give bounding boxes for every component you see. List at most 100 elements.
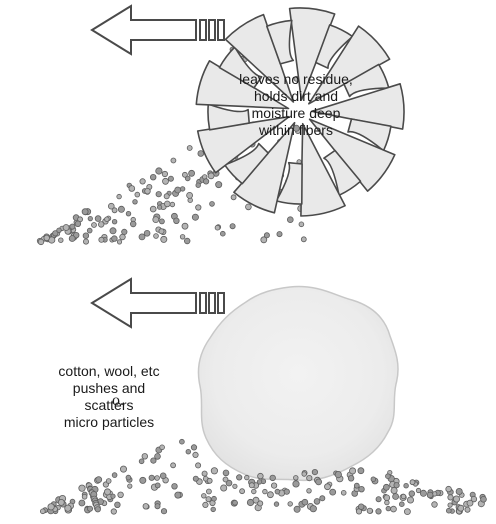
caption-line: leaves no residue,	[196, 71, 396, 88]
dirt-particle-icon	[106, 479, 111, 484]
dirt-particle-icon	[144, 230, 150, 236]
dirt-particle-icon	[240, 489, 245, 494]
dirt-particle-icon	[399, 502, 404, 507]
dirt-particle-icon	[350, 468, 356, 474]
dirt-particle-icon	[307, 475, 312, 480]
dirt-particle-icon	[207, 478, 212, 483]
dirt-particle-icon	[391, 506, 397, 512]
dirt-particle-icon	[38, 239, 44, 245]
dirt-particle-icon	[159, 219, 164, 224]
dirt-particle-icon	[196, 205, 201, 210]
dirt-particle-icon	[140, 477, 146, 483]
dirt-particle-icon	[172, 484, 178, 490]
dirt-particle-icon	[111, 494, 115, 498]
dirt-particle-icon	[184, 238, 190, 244]
dirt-particle-icon	[82, 494, 87, 499]
dirt-particle-icon	[112, 473, 117, 478]
dirt-particle-icon	[223, 477, 228, 482]
dirt-particle-icon	[384, 495, 390, 501]
dirt-particle-icon	[314, 499, 320, 505]
dirt-particle-icon	[448, 503, 452, 507]
dirt-particle-icon	[160, 445, 165, 450]
dirt-particle-icon	[96, 477, 102, 483]
dirt-particle-icon	[150, 174, 156, 180]
dirt-particle-icon	[92, 223, 97, 228]
dirt-particle-icon	[196, 463, 201, 468]
dirt-particle-icon	[264, 233, 269, 238]
dirt-particle-icon	[404, 509, 410, 515]
dirt-particle-icon	[320, 496, 325, 501]
dirt-particle-icon	[70, 224, 75, 229]
dirt-particle-icon	[88, 216, 92, 220]
dirt-particle-icon	[115, 502, 121, 508]
dirt-particle-icon	[105, 217, 110, 222]
dirt-particle-icon	[40, 509, 45, 514]
dirt-particle-icon	[161, 509, 166, 514]
dirt-particle-icon	[386, 506, 391, 511]
dirt-particle-icon	[203, 179, 208, 184]
dirt-particle-icon	[211, 468, 217, 474]
dirt-particle-icon	[129, 186, 135, 192]
dirt-particle-icon	[231, 195, 236, 200]
dirt-particle-icon	[312, 469, 317, 474]
dirt-particle-icon	[409, 491, 415, 497]
dirt-particle-icon	[193, 476, 198, 481]
dirt-particle-icon	[223, 470, 229, 476]
dirt-particle-icon	[456, 488, 462, 494]
dirt-particle-icon	[118, 492, 124, 498]
dirt-particle-icon	[117, 194, 122, 199]
dirt-particle-icon	[376, 497, 381, 502]
dirt-particle-icon	[112, 208, 117, 213]
dirt-particle-icon	[257, 480, 262, 485]
dirt-particle-icon	[401, 494, 406, 499]
arrow-left-icon	[92, 279, 224, 327]
dirt-particle-icon	[288, 502, 293, 507]
dirt-particle-icon	[95, 507, 100, 512]
dirt-particle-icon	[316, 479, 322, 485]
dirt-particle-icon	[111, 509, 116, 514]
dirt-particle-icon	[171, 158, 176, 163]
dirt-particle-icon	[284, 489, 289, 494]
dirt-particle-icon	[386, 474, 391, 479]
dirt-particle-icon	[245, 475, 250, 480]
dirt-particle-icon	[233, 484, 237, 488]
dirt-particle-icon	[79, 485, 85, 491]
dirt-particle-icon	[110, 228, 116, 234]
dirt-particle-icon	[145, 188, 151, 194]
dirt-particle-icon	[133, 200, 138, 205]
dirt-particle-icon	[150, 206, 156, 212]
dirt-particle-icon	[48, 504, 54, 510]
dirt-particle-icon	[301, 237, 306, 242]
dirt-particle-icon	[277, 232, 282, 237]
dirt-particle-icon	[432, 502, 438, 508]
dirt-particle-icon	[171, 463, 176, 468]
dirt-particle-icon	[44, 235, 50, 241]
caption-line: holds dirt and	[196, 88, 396, 105]
dirt-particle-icon	[112, 219, 117, 224]
dirt-particle-icon	[143, 504, 149, 510]
dirt-particle-icon	[155, 504, 160, 509]
dirt-particle-icon	[139, 459, 144, 464]
dirt-particle-icon	[168, 176, 173, 181]
dirt-particle-icon	[193, 452, 198, 457]
dirt-particle-icon	[246, 204, 252, 210]
dirt-particle-icon	[258, 473, 264, 479]
caption-line: micro particles	[14, 414, 204, 431]
dirt-particle-icon	[87, 228, 92, 233]
dirt-particle-icon	[203, 502, 208, 507]
dirt-particle-icon	[120, 466, 126, 472]
dirt-particle-icon	[302, 472, 307, 477]
dirt-particle-icon	[182, 172, 187, 177]
dirt-particle-icon	[376, 509, 381, 514]
dirt-particle-icon	[128, 484, 132, 488]
dirt-particle-icon	[233, 500, 238, 505]
dirt-particle-icon	[130, 221, 136, 227]
dirt-particle-icon	[293, 481, 299, 487]
dirt-particle-icon	[465, 507, 470, 512]
dirt-particle-icon	[83, 239, 88, 244]
dirt-particle-icon	[274, 502, 279, 507]
dirt-particle-icon	[174, 218, 180, 224]
dirt-particle-icon	[448, 495, 453, 500]
dirt-particle-icon	[359, 486, 365, 492]
dirt-particle-icon	[118, 206, 124, 212]
